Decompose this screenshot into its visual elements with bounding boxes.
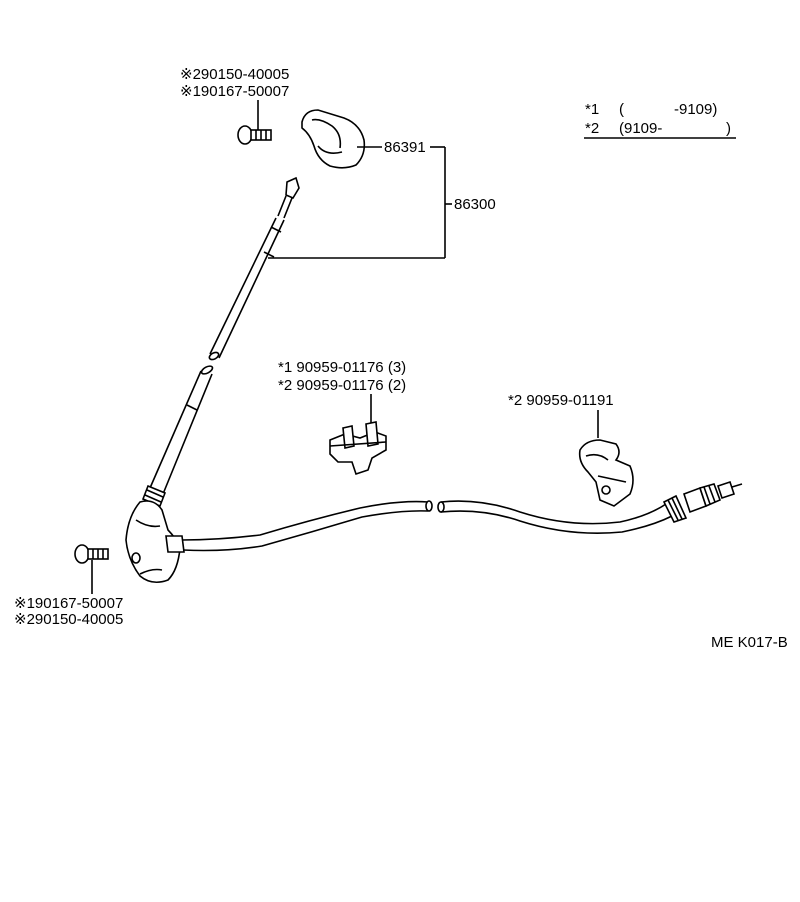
top-screw: [237, 125, 272, 145]
clamp-b-code: *2 90959-01191: [508, 392, 614, 409]
top-screw-callout: ※290150-40005 ※190167-50007: [180, 66, 289, 130]
clamp-a-code-1: *1 90959-01176 (3): [278, 359, 406, 376]
part-86391-label: 86391: [384, 139, 426, 156]
antenna-base: [125, 500, 185, 584]
legend-row1-range: -9109): [674, 101, 717, 118]
legend-row2-open: (9109-: [619, 120, 662, 137]
bottom-screw: [74, 544, 109, 564]
bottom-screw-code-2: ※290150-40005: [14, 611, 123, 628]
antenna-connector: [662, 480, 743, 523]
antenna-cap: [301, 109, 366, 169]
top-screw-code-2: ※190167-50007: [180, 83, 289, 100]
clamp-b-callout: *2 90959-01191: [508, 392, 614, 438]
legend-row2-close: ): [726, 120, 731, 137]
clamp-a-callout: *1 90959-01176 (3) *2 90959-01176 (2): [278, 359, 406, 424]
part-86391-callout: 86391: [357, 139, 445, 156]
antenna-cable: [181, 500, 673, 552]
top-screw-code-1: ※290150-40005: [180, 66, 289, 83]
bottom-screw-callout: ※190167-50007 ※290150-40005: [14, 560, 123, 628]
bottom-screw-code-1: ※190167-50007: [14, 595, 123, 612]
antenna-mast: [141, 176, 300, 508]
figure-code: ME K017-B: [711, 634, 788, 651]
legend-row2-mark: *2: [585, 120, 599, 137]
legend-row1-mark: *1: [585, 101, 599, 118]
part-86300-label: 86300: [454, 196, 496, 213]
clamp-a-code-2: *2 90959-01176 (2): [278, 377, 406, 394]
part-86300-callout: 86300: [268, 147, 496, 259]
legend-row1-open: (: [619, 101, 624, 118]
clamp-b: [578, 439, 634, 507]
clamp-a: [329, 421, 387, 476]
legend: *1 ( -9109) *2 (9109- ): [584, 101, 736, 139]
